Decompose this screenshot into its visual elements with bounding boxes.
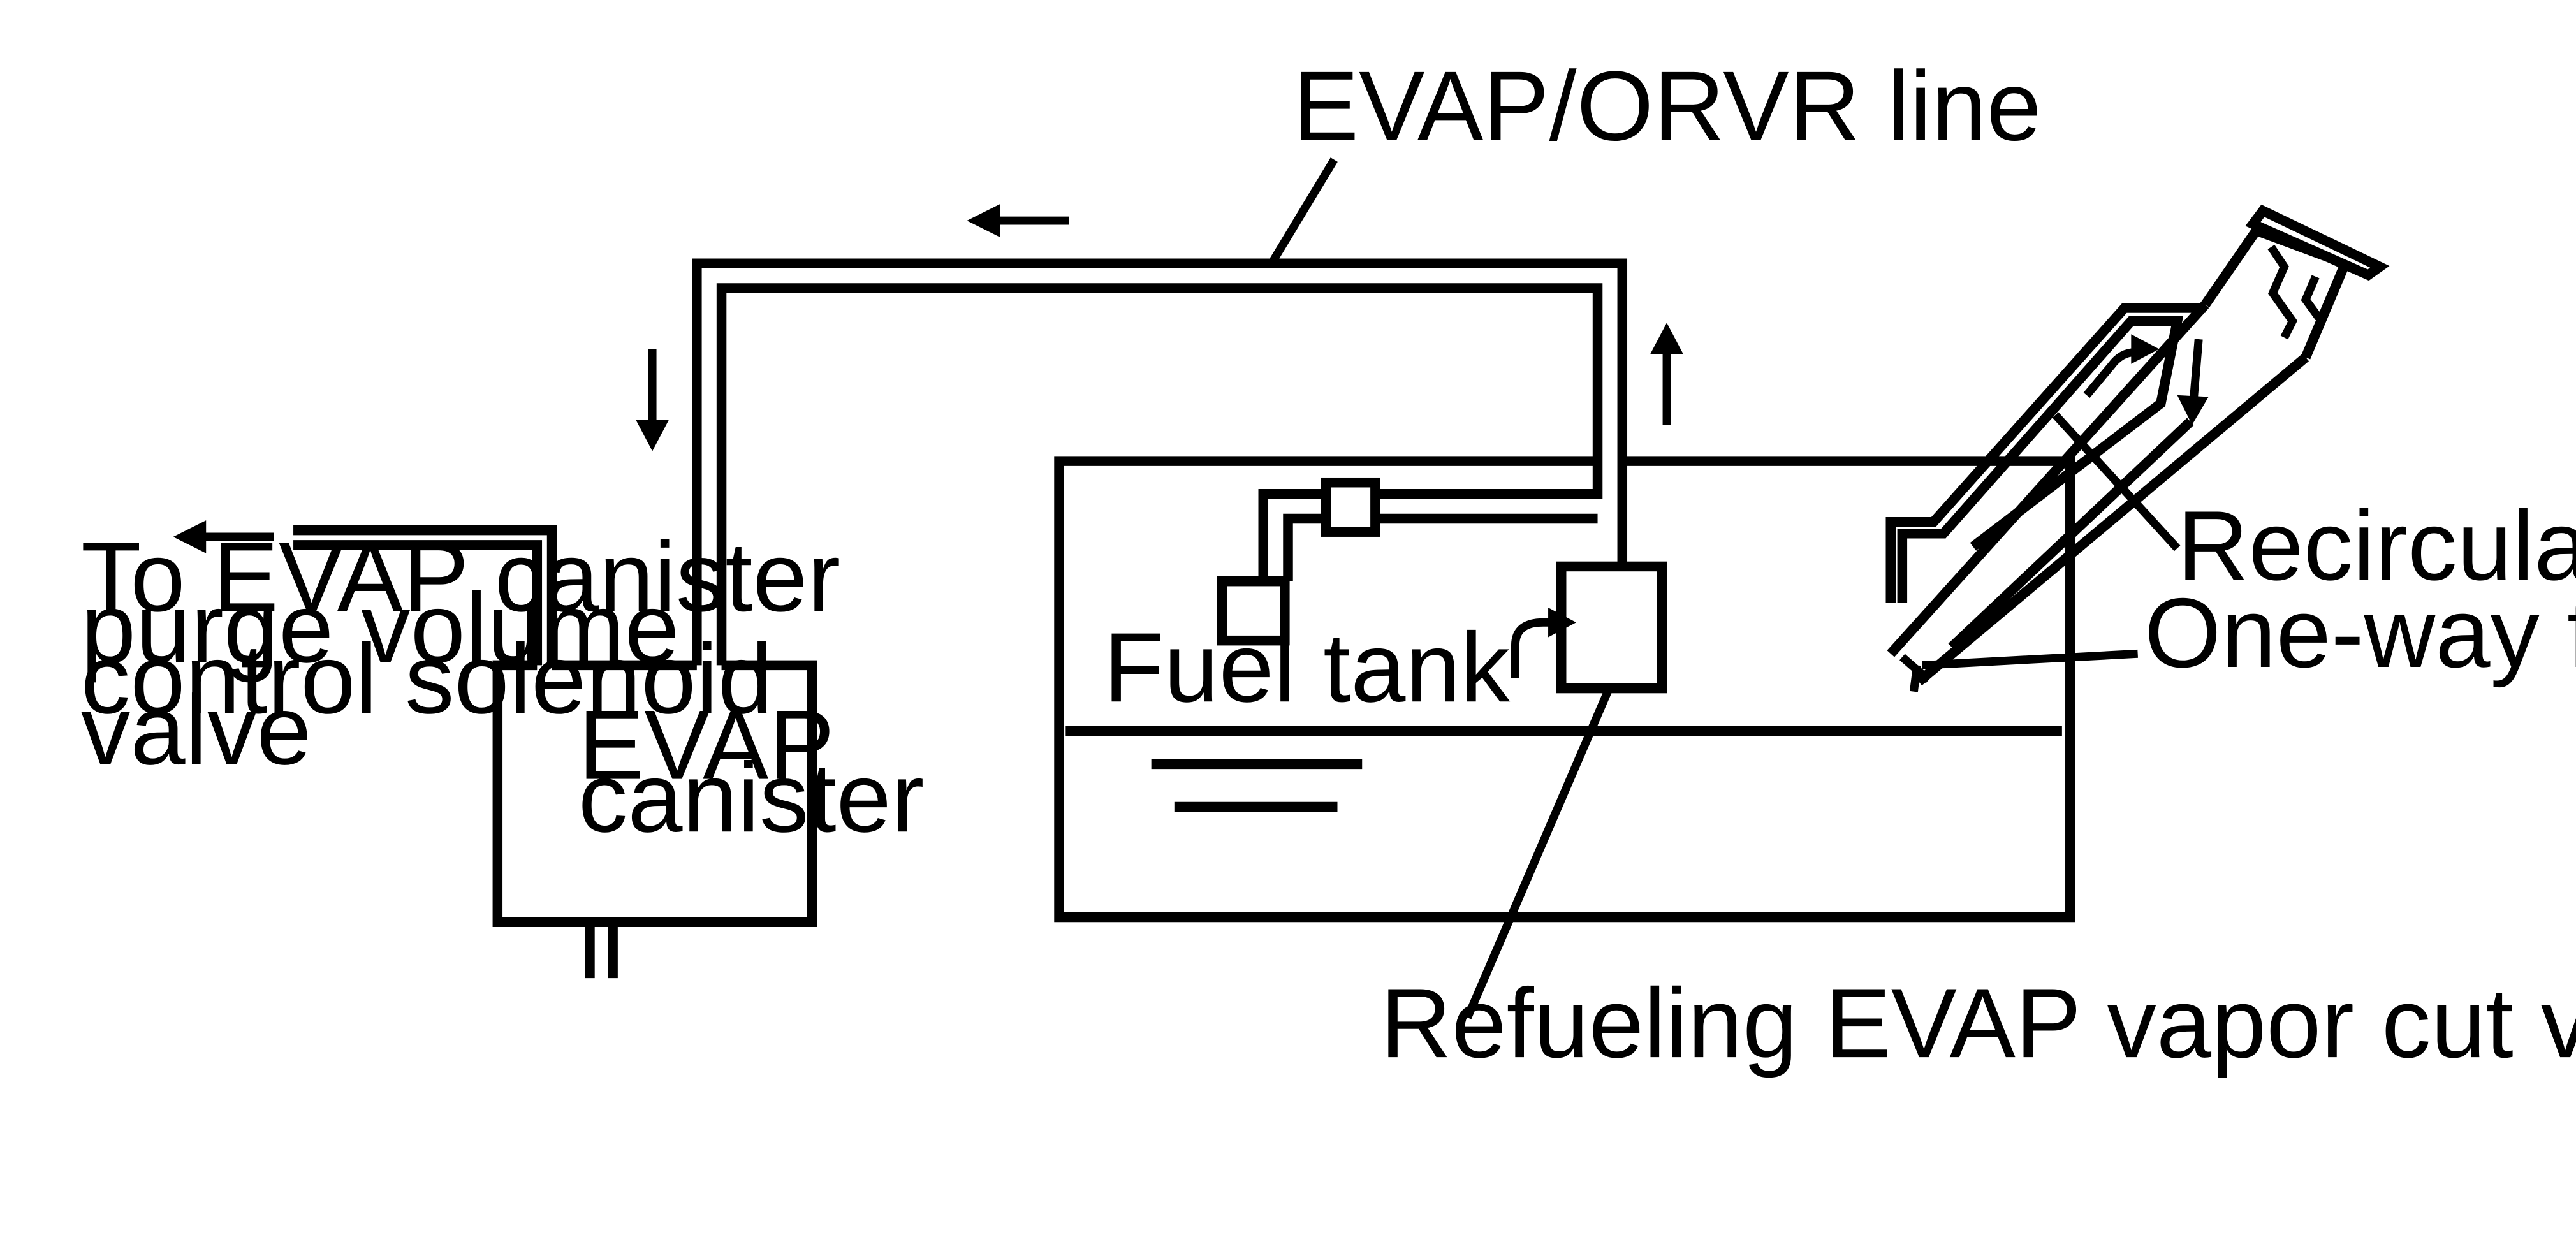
leader-vapor-cut-valve [1463, 687, 1613, 1019]
label-recirculation-line: Recirculation line [2177, 490, 2576, 601]
label-one-way-fuel-valve: One-way fuel valve [2144, 578, 2576, 688]
filler-neck-inner [1948, 418, 2194, 651]
flow-arrow-left-purge [173, 520, 274, 553]
recirculation-flow-arrow [2131, 334, 2160, 364]
vapor-cut-valve-flow-arrow [1548, 608, 1576, 638]
filler-cap-crack-2 [2301, 275, 2322, 321]
label-to-evap-purge-3: control solenoid [81, 624, 773, 734]
label-to-evap-purge-4: valve [81, 675, 312, 785]
label-fuel-tank: Fuel tank [1104, 612, 1511, 722]
label-refueling-evap-vapor-cut-valve: Refueling EVAP vapor cut valve [1380, 968, 2576, 1078]
leader-one-way-fuel-valve [1921, 649, 2139, 669]
fuel-tank [1054, 456, 2075, 923]
flow-arrow-down-canister [636, 349, 669, 451]
purge-line-pipe [293, 525, 557, 666]
filler-neck [1887, 204, 2390, 686]
label-to-evap-purge-1: To EVAP canister [81, 522, 840, 632]
label-evap-orvr-line: EVAP/ORVR line [1293, 51, 2042, 161]
label-evap-canister-2: canister [578, 742, 925, 852]
filler-cap-flap [2245, 204, 2390, 281]
flow-arrow-left-top [967, 204, 1069, 237]
flow-arrow-up-tank [1650, 323, 1683, 425]
one-way-fuel-valve [1899, 654, 1931, 692]
inline-valve [1321, 477, 1380, 537]
refueling-evap-vapor-cut-valve [1556, 561, 1667, 694]
filler-flow-down-shaft [2190, 339, 2203, 399]
label-evap-canister-1: EVAP [578, 690, 835, 800]
small-valve [1217, 576, 1290, 646]
leader-evap-orvr-line [1268, 157, 1338, 266]
vapor-cut-valve-flow-curve [1511, 618, 1552, 679]
filler-flow-down-arrow [2177, 395, 2209, 425]
recirculation-line-pipe [1885, 303, 2206, 603]
label-to-evap-purge-2: purge volume [81, 573, 680, 683]
evap-orvr-line-pipe [692, 258, 1628, 666]
leader-recirculation-line [2052, 412, 2181, 552]
filler-cap-crack-1 [2267, 244, 2297, 340]
evap-canister [492, 660, 817, 979]
